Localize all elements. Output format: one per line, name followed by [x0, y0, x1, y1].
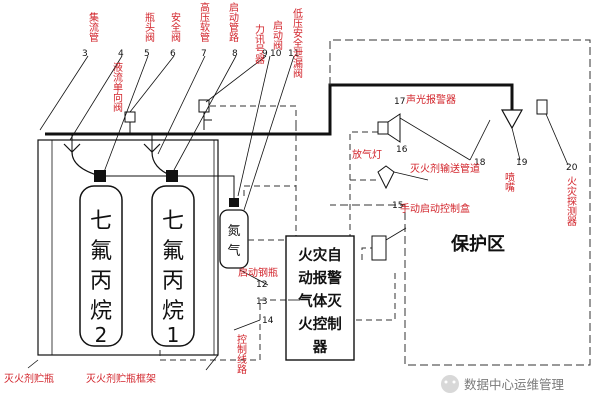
svg-text:火灾自: 火灾自 [298, 246, 342, 264]
svg-text:灭火剂输送管道: 灭火剂输送管道 [410, 162, 480, 175]
agent-cylinder-1 [151, 185, 195, 347]
svg-text:5: 5 [144, 49, 150, 59]
svg-text:丙: 丙 [90, 269, 112, 294]
nitrogen-start-cylinder [219, 209, 249, 269]
svg-text:19: 19 [516, 158, 528, 168]
watermark: 数据中心运维管理 [441, 375, 565, 393]
audible-visual-alarm [387, 113, 401, 143]
cylinder-1-label: 七 氟 丙 烷 1 [162, 209, 184, 347]
svg-text:启动阀: 启动阀 [271, 19, 283, 51]
svg-text:15: 15 [392, 201, 403, 211]
svg-text:18: 18 [474, 158, 486, 168]
control-lines [159, 105, 396, 361]
nozzle [500, 109, 524, 130]
svg-text:丙: 丙 [162, 269, 184, 294]
svg-text:氮: 氮 [227, 224, 240, 239]
svg-text:灭火剂贮瓶: 灭火剂贮瓶 [4, 372, 54, 385]
svg-text:喷嘴: 喷嘴 [503, 172, 515, 193]
svg-text:氟: 氟 [162, 239, 184, 264]
protection-area-label: 保护区 [450, 233, 505, 255]
discharge-light [377, 165, 395, 190]
svg-text:数据中心运维管理: 数据中心运维管理 [464, 377, 565, 392]
svg-text:手动启动控制盒: 手动启动控制盒 [400, 202, 470, 215]
svg-text:3: 3 [82, 49, 88, 59]
svg-text:放气灯: 放气灯 [352, 148, 382, 161]
top-labels: 集流管 液流单向阀 瓶头阀 安全阀 高压软管 启动管路 力讯号器 启动阀 低压安… [87, 1, 303, 113]
svg-text:17: 17 [394, 97, 405, 107]
svg-text:火灾探测器: 火灾探测器 [565, 176, 577, 227]
svg-text:氟: 氟 [90, 239, 112, 264]
svg-text:七: 七 [90, 209, 112, 234]
svg-text:4: 4 [118, 49, 124, 59]
svg-text:13: 13 [256, 297, 267, 307]
cylinder-2-label: 七 氟 丙 烷 2 [90, 209, 112, 347]
svg-text:7: 7 [201, 49, 207, 59]
svg-text:低压安全泄漏阀: 低压安全泄漏阀 [291, 7, 303, 79]
svg-text:瓶头阀: 瓶头阀 [143, 11, 155, 43]
svg-text:集流管: 集流管 [87, 11, 99, 43]
svg-text:9: 9 [262, 49, 268, 59]
cylinder-valve-2 [94, 170, 106, 182]
svg-text:气: 气 [227, 243, 240, 259]
svg-text:20: 20 [566, 163, 578, 173]
svg-text:液流单向阀: 液流单向阀 [111, 61, 123, 113]
svg-text:8: 8 [232, 49, 238, 59]
agent-cylinder-2 [79, 185, 123, 347]
svg-text:控制线路: 控制线路 [235, 333, 247, 375]
protection-area-boundary [329, 39, 591, 366]
svg-text:器: 器 [312, 339, 328, 356]
manual-start-box [371, 235, 387, 261]
svg-text:12: 12 [256, 280, 267, 290]
svg-text:启动钢瓶: 启动钢瓶 [238, 266, 278, 279]
cylinder-valve-1 [166, 170, 178, 182]
fire-detector [536, 99, 548, 115]
svg-text:10: 10 [270, 49, 282, 59]
svg-text:14: 14 [262, 316, 274, 326]
svg-text:安全阀: 安全阀 [169, 11, 181, 43]
svg-text:声光报警器: 声光报警器 [406, 93, 456, 106]
svg-text:16: 16 [396, 145, 408, 155]
cylinder-frame [37, 139, 219, 356]
svg-text:烷: 烷 [162, 299, 184, 324]
svg-text:火控制: 火控制 [298, 315, 342, 333]
svg-text:6: 6 [170, 49, 176, 59]
svg-text:动报警: 动报警 [298, 269, 342, 287]
svg-text:1: 1 [167, 323, 180, 347]
svg-text:启动管路: 启动管路 [227, 1, 239, 43]
svg-text:2: 2 [95, 323, 108, 347]
svg-text:气体灭: 气体灭 [297, 292, 342, 310]
svg-text:七: 七 [162, 209, 184, 234]
svg-text:力讯号器: 力讯号器 [253, 23, 265, 65]
svg-text:烷: 烷 [90, 299, 112, 324]
svg-text:11: 11 [288, 49, 299, 59]
svg-text:灭火剂贮瓶框架: 灭火剂贮瓶框架 [86, 372, 156, 385]
fire-alarm-controller [285, 235, 355, 361]
svg-text:高压软管: 高压软管 [198, 1, 210, 43]
